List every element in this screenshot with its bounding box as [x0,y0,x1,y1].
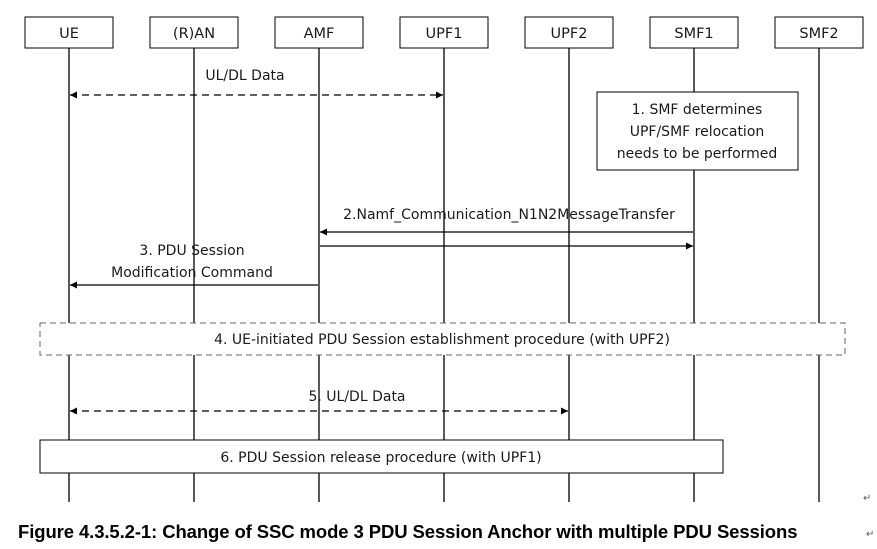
entity-box-amf [274,16,364,49]
step4-box [39,322,846,356]
step1-line3: needs to be performed [617,146,778,162]
step5-label: 5. UL/DL Data [308,389,405,405]
entity-headers: UE (R)AN AMF UPF1 UPF2 SMF1 SMF2 [24,16,864,49]
entity-label-ue: UE [59,26,79,42]
step2-label: 2.Namf_Communication_N1N2MessageTransfer [343,207,675,223]
step1-line2: UPF/SMF relocation [630,124,765,140]
step3-line1: 3. PDU Session [139,243,244,259]
entity-label-smf1: SMF1 [674,26,713,42]
entity-label-ran: (R)AN [173,26,215,42]
entity-label-upf2: UPF2 [551,26,588,42]
entity-box-ran [149,16,239,49]
step1-box [596,91,799,171]
entity-label-amf: AMF [304,26,335,42]
entity-box-upf2 [524,16,614,49]
step4-label: 4. UE-initiated PDU Session establishmen… [214,332,670,348]
entity-label-smf2: SMF2 [799,26,838,42]
entity-box-ue [24,16,114,49]
step3-line2: Modification Command [111,265,273,281]
ul-dl-data-label: UL/DL Data [205,68,284,84]
step6-box [39,439,724,474]
entity-box-smf1 [649,16,739,49]
entity-box-upf1 [399,16,489,49]
step6-label: 6. PDU Session release procedure (with U… [220,450,541,466]
entity-label-upf1: UPF1 [426,26,463,42]
figure-caption: Figure 4.3.5.2-1: Change of SSC mode 3 P… [18,521,798,542]
entity-box-smf2 [774,16,864,49]
caption-return-mark-icon: ↵ [866,529,875,540]
return-mark-icon: ↵ [863,493,872,504]
step1-line1: 1. SMF determines [632,102,763,118]
